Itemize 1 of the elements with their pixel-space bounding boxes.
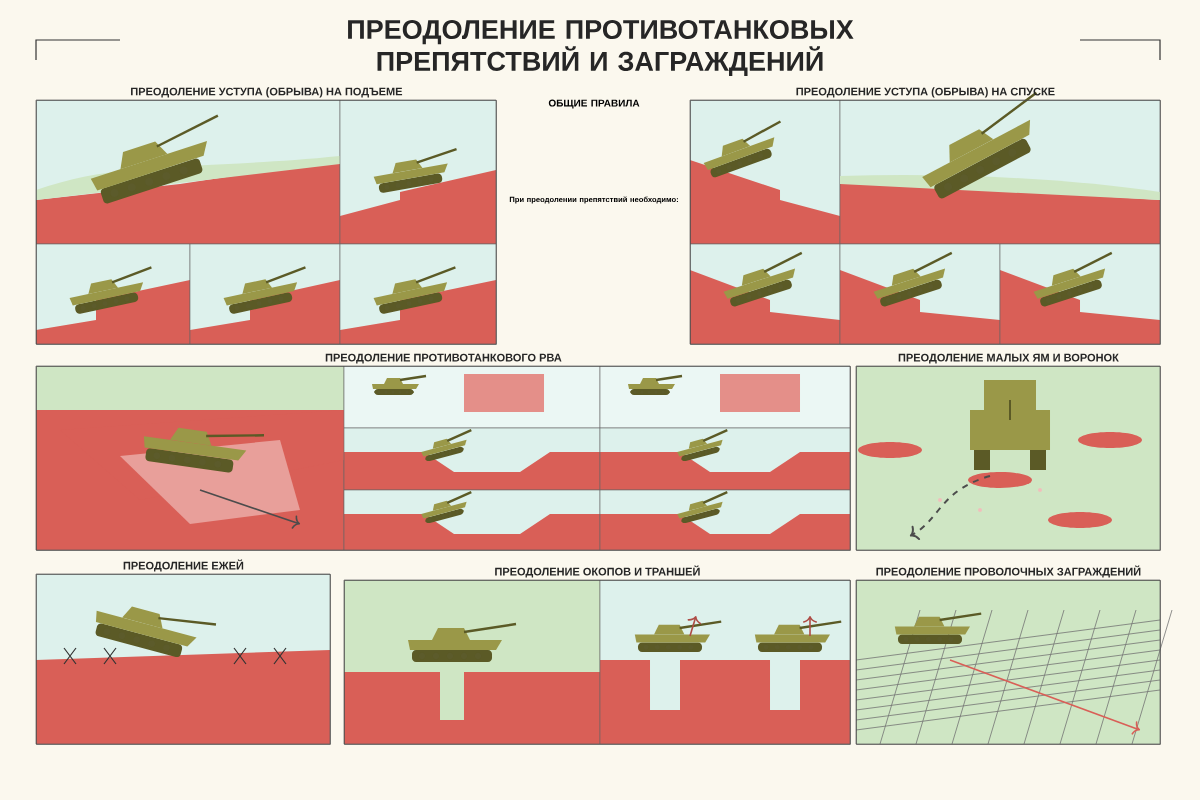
poster-title: ПРЕОДОЛЕНИЕ ПРОТИВОТАНКОВЫХ ПРЕПЯТСТВИЙ И ЗАГРАЖДЕНИЙ — [348, 20, 854, 77]
